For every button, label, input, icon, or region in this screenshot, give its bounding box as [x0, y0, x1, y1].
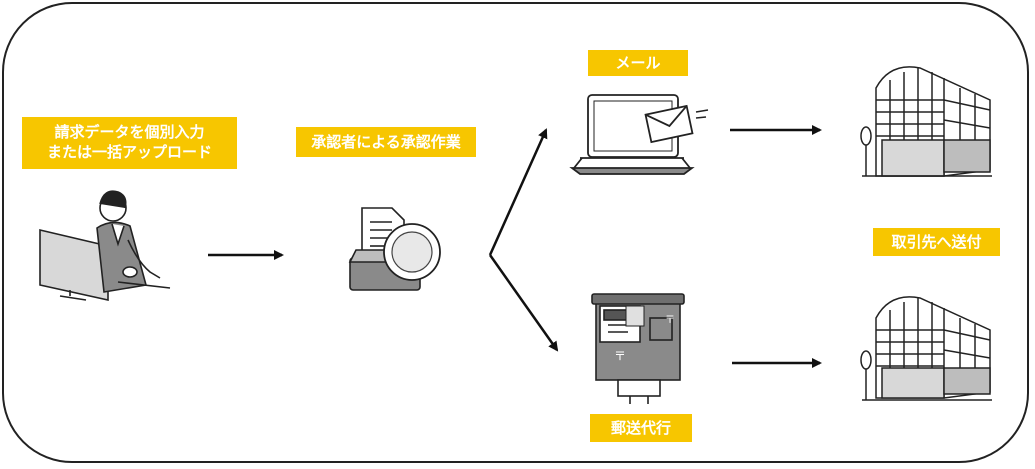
laptop-mail-icon: [569, 94, 709, 175]
building-icon: [860, 66, 992, 177]
svg-text:〒: 〒: [614, 349, 626, 363]
label-data-input-line1: 請求データを個別入力: [54, 123, 205, 141]
label-data-input: 請求データを個別入力 または一括アップロード: [22, 117, 237, 169]
person-computer-icon: [39, 190, 171, 301]
label-send-to-client: 取引先へ送付: [873, 228, 1000, 256]
fork-arrows: [488, 128, 559, 352]
postbox-icon: 〒 〒: [591, 293, 685, 404]
label-mail: メール: [588, 50, 688, 76]
building-icon: [860, 296, 992, 401]
label-approval: 承認者による承認作業: [296, 127, 476, 157]
label-data-input-line2: または一括アップロード: [46, 143, 212, 161]
approval-tray-icon: [348, 207, 441, 291]
envelope-icon: [644, 104, 694, 144]
svg-text:〒: 〒: [665, 315, 675, 326]
label-postal: 郵送代行: [590, 414, 692, 442]
diagram-frame: [2, 2, 1029, 463]
